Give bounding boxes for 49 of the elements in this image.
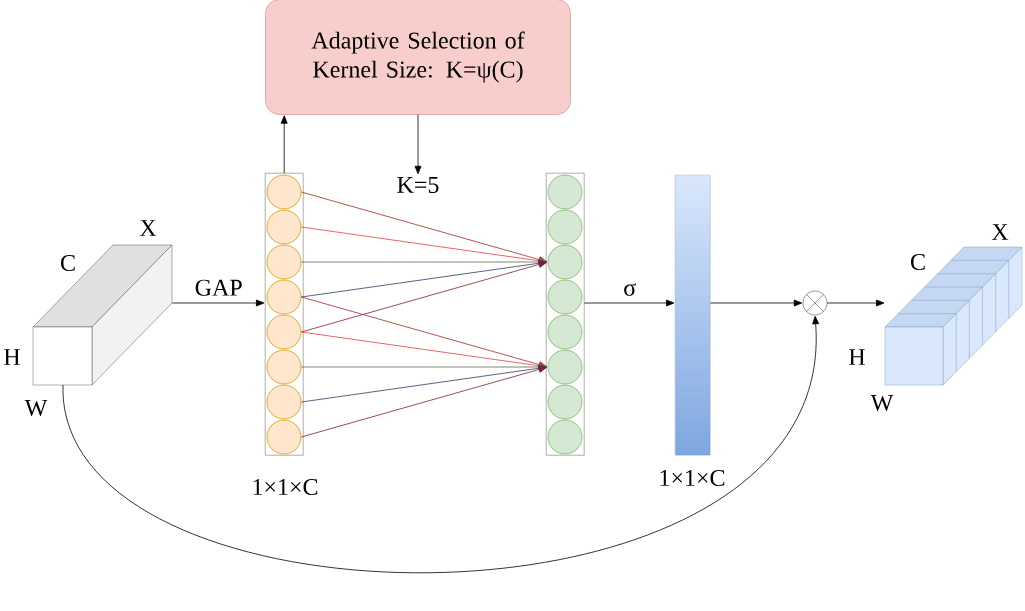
weight-bar <box>675 175 711 456</box>
dimension-label: X <box>139 220 157 236</box>
arrow <box>301 296 547 368</box>
dimension-label: W <box>24 399 48 417</box>
neuron-circle <box>266 419 302 455</box>
process-box: Adaptive Selection of Kernel Size: K=ψ(C) <box>265 0 571 115</box>
dimension-label: X <box>991 224 1009 240</box>
dimension-label: 1×1×C <box>253 478 318 496</box>
arrow <box>301 363 547 371</box>
neuron-circle <box>547 419 583 455</box>
arrow <box>301 364 547 403</box>
neuron-circle <box>547 209 583 245</box>
kernel-size-label: K=5 <box>397 177 439 193</box>
dimension-label: H <box>4 349 20 365</box>
arrow <box>414 114 422 175</box>
dimension-label: C <box>61 254 75 272</box>
arrow <box>301 366 547 438</box>
arrow <box>301 259 547 298</box>
arrow <box>172 299 265 307</box>
dimension-label: H <box>849 349 865 365</box>
neuron-circle <box>266 349 302 385</box>
neuron-circle <box>266 209 302 245</box>
dimension-label: W <box>870 394 894 412</box>
neuron-circle <box>547 279 583 315</box>
neuron-circle <box>266 384 302 420</box>
neuron-circle <box>266 174 302 210</box>
arrow <box>826 299 885 307</box>
neuron-circle <box>266 279 302 315</box>
neuron-circle <box>266 314 302 350</box>
arrow <box>301 191 547 263</box>
arrow <box>301 258 547 266</box>
arrow <box>301 261 547 333</box>
arrow <box>584 299 675 307</box>
dimension-label: C <box>911 253 925 271</box>
arrow <box>62 315 820 573</box>
neuron-circle <box>547 314 583 350</box>
neuron-circle <box>547 244 583 280</box>
cube-drawing <box>884 246 1023 386</box>
dimension-label: 1×1×C <box>660 469 725 487</box>
neuron-circle <box>547 384 583 420</box>
arrow <box>710 299 803 307</box>
arrow <box>280 115 288 174</box>
edge-label: GAP <box>193 278 244 297</box>
neuron-circle <box>266 244 302 280</box>
cube-drawing <box>32 244 173 386</box>
edge-label: σ <box>622 282 638 297</box>
neuron-circle <box>547 349 583 385</box>
neuron-circle <box>547 174 583 210</box>
multiply-symbol <box>802 290 828 316</box>
